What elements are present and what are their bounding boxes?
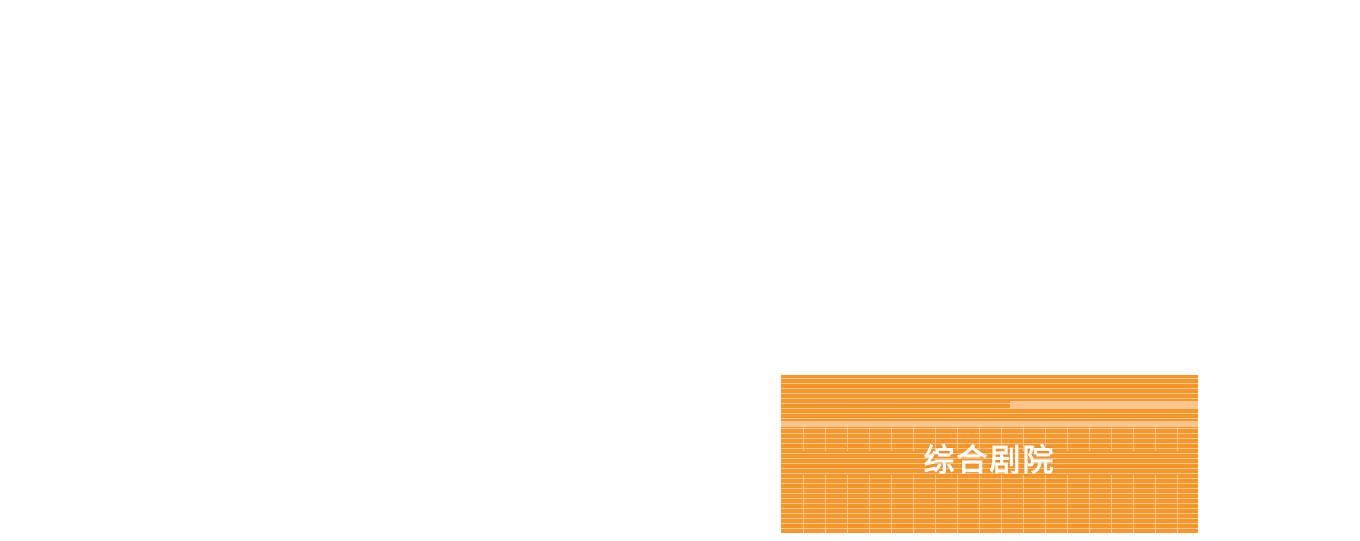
banner-title: 综合剧院 — [923, 443, 1056, 479]
banner-pattern — [781, 375, 1198, 533]
banner-highlight-bar — [1010, 401, 1198, 409]
banner-highlight-bar — [781, 421, 1198, 427]
theater-banner[interactable]: 综合剧院 — [781, 375, 1198, 533]
